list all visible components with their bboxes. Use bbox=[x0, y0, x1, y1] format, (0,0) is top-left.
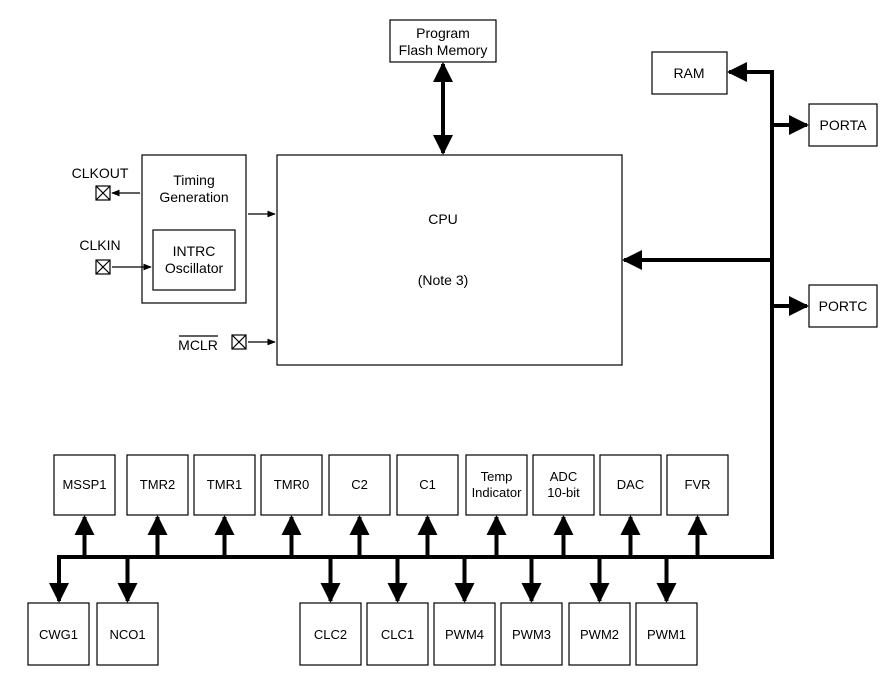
peripheral-tmr1: TMR1 bbox=[193, 454, 256, 557]
clkout-label: CLKOUT bbox=[72, 165, 129, 181]
peripheral-label: MSSP1 bbox=[62, 477, 106, 492]
peripheral-label: TMR1 bbox=[207, 477, 242, 492]
mclr-label: MCLR bbox=[178, 337, 218, 353]
peripheral-label: TMR2 bbox=[140, 477, 175, 492]
peripheral-pwm2: PWM2 bbox=[568, 557, 631, 666]
cpu-note-label: (Note 3) bbox=[418, 272, 469, 288]
cpu-label: CPU bbox=[428, 211, 458, 227]
program-flash-label-1: Program bbox=[416, 25, 470, 41]
peripheral-pwm1: PWM1 bbox=[635, 557, 698, 666]
portc-label: PORTC bbox=[819, 298, 868, 314]
clkin-label: CLKIN bbox=[79, 237, 120, 253]
right-bus bbox=[622, 62, 809, 557]
peripheral-c2: C2 bbox=[328, 454, 391, 557]
peripheral-label: NCO1 bbox=[109, 627, 145, 642]
timing-generation-block: Timing Generation INTRC Oscillator bbox=[141, 154, 247, 304]
timing-label-2: Generation bbox=[159, 189, 228, 205]
cpu-block: CPU (Note 3) bbox=[276, 154, 623, 366]
peripheral-label: C2 bbox=[351, 477, 368, 492]
peripheral-nco1: NCO1 bbox=[96, 557, 159, 666]
mclr-pin: MCLR bbox=[178, 334, 276, 353]
intrc-label-1: INTRC bbox=[173, 243, 216, 259]
peripheral-label: ADC bbox=[550, 469, 577, 484]
peripheral-label: FVR bbox=[685, 477, 711, 492]
intrc-label-2: Oscillator bbox=[165, 260, 224, 276]
timing-label-1: Timing bbox=[173, 172, 215, 188]
peripheral-label: PWM2 bbox=[580, 627, 619, 642]
peripheral-label: Indicator bbox=[472, 485, 523, 500]
peripheral-label: 10-bit bbox=[547, 485, 580, 500]
peripheral-label: CLC2 bbox=[314, 627, 347, 642]
peripheral-label: CLC1 bbox=[381, 627, 414, 642]
peripheral-label: Temp bbox=[481, 469, 513, 484]
peripheral-clc1: CLC1 bbox=[366, 557, 429, 666]
peripheral-dac: DAC bbox=[599, 454, 662, 557]
peripheral-label: PWM4 bbox=[445, 627, 484, 642]
peripheral-label: C1 bbox=[419, 477, 436, 492]
peripheral-pwm3: PWM3 bbox=[500, 557, 563, 666]
peripheral-pwm4: PWM4 bbox=[433, 557, 496, 666]
intrc-oscillator-block bbox=[152, 229, 236, 291]
peripheral-mssp1: MSSP1 bbox=[53, 454, 116, 557]
peripheral-c1: C1 bbox=[396, 454, 459, 557]
ram-block: RAM bbox=[651, 51, 728, 95]
clkin-pin: CLKIN bbox=[79, 237, 152, 275]
program-flash-memory-block: Program Flash Memory bbox=[389, 19, 497, 63]
ram-label: RAM bbox=[673, 65, 704, 81]
peripheral-cwg1: CWG1 bbox=[27, 555, 90, 666]
program-flash-label-2: Flash Memory bbox=[399, 42, 488, 58]
peripheral-tmr0: TMR0 bbox=[260, 454, 323, 557]
portc-block: PORTC bbox=[808, 284, 878, 328]
peripheral-label: CWG1 bbox=[39, 627, 78, 642]
porta-label: PORTA bbox=[820, 117, 868, 133]
peripheral-label: PWM3 bbox=[512, 627, 551, 642]
peripheral-label: PWM1 bbox=[647, 627, 686, 642]
porta-block: PORTA bbox=[808, 103, 878, 147]
clkout-pin: CLKOUT bbox=[72, 165, 140, 201]
peripheral-label: DAC bbox=[617, 477, 644, 492]
peripheral-tmr2: TMR2 bbox=[126, 454, 189, 557]
bottom-peripheral-row: CWG1 NCO1 CLC2 CLC1 PWM4 PWM3 PWM2 PWM1 bbox=[27, 555, 698, 666]
peripheral-label: TMR0 bbox=[274, 477, 309, 492]
peripheral-fvr: FVR bbox=[666, 454, 729, 557]
peripheral-clc2: CLC2 bbox=[299, 557, 362, 666]
